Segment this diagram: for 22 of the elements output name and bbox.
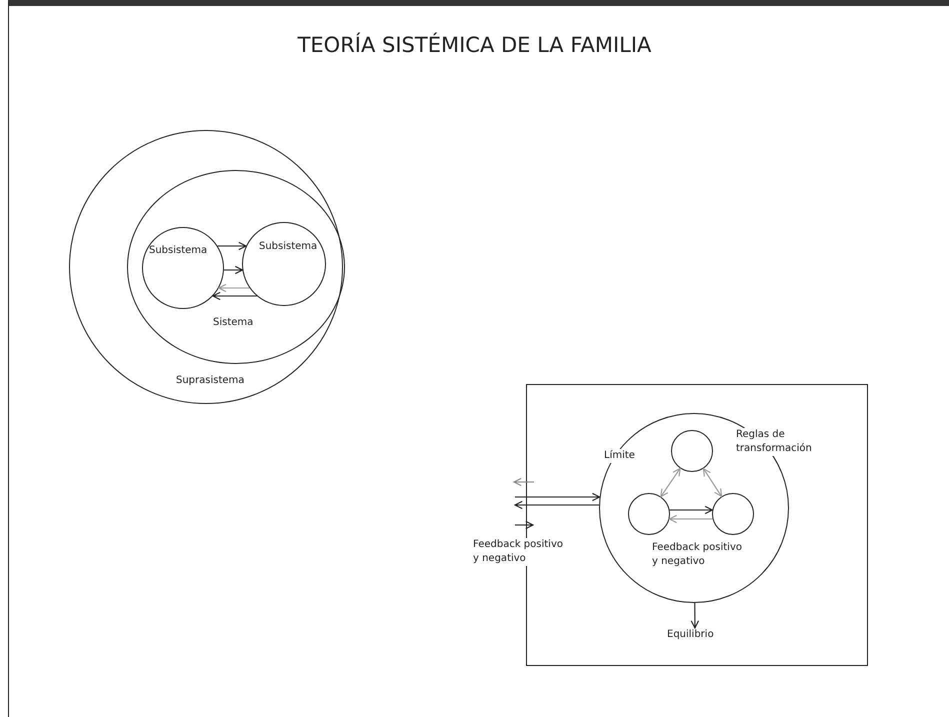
arrow xyxy=(702,468,722,497)
circle-node xyxy=(712,493,754,535)
arrow xyxy=(660,468,681,498)
node-label: Equilibrio xyxy=(667,628,714,642)
arrow xyxy=(668,514,713,524)
arrow xyxy=(212,292,257,300)
title: TEORÍA SISTÉMICA DE LA FAMILIA xyxy=(296,33,652,57)
annotation-label: Feedback positivo y negativo xyxy=(473,538,563,566)
arrow xyxy=(218,242,247,250)
arrow xyxy=(514,500,600,510)
suprasystem-label: Suprasistema xyxy=(176,374,244,388)
arrow xyxy=(224,266,243,274)
annotation-label: Feedback positivo y negativo xyxy=(652,541,742,569)
circle-node xyxy=(628,493,670,535)
subsystem-label: Subsistema xyxy=(149,244,208,258)
arrow xyxy=(690,602,700,629)
arrow xyxy=(515,492,600,502)
circle-node xyxy=(671,430,713,472)
arrow xyxy=(218,284,250,292)
subsystem-label: Subsistema xyxy=(259,240,318,254)
arrow xyxy=(670,506,713,514)
system-label: Sistema xyxy=(213,316,254,330)
